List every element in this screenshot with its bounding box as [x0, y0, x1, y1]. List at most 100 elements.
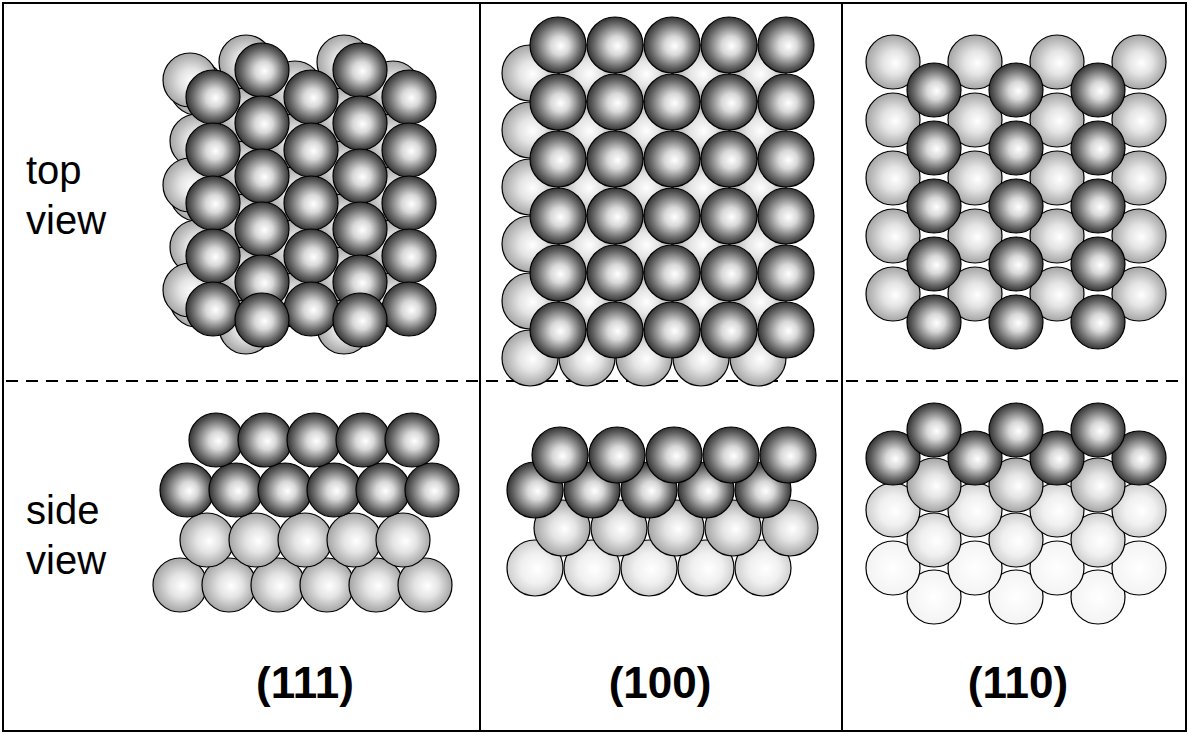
atom-sphere — [333, 96, 387, 150]
atom-sphere — [587, 245, 643, 301]
atom-sphere — [284, 176, 338, 230]
atom-sphere — [587, 74, 643, 130]
atom-sphere — [186, 229, 240, 283]
view-label: top view — [26, 145, 146, 245]
atom-sphere — [989, 179, 1043, 233]
atom-sphere — [644, 302, 700, 358]
atom-sphere — [186, 282, 240, 336]
atom-sphere — [907, 237, 961, 291]
atom-sphere — [382, 282, 436, 336]
atom-sphere — [701, 131, 757, 187]
atom-sphere — [907, 403, 961, 457]
atom-sphere — [186, 176, 240, 230]
atom-sphere — [587, 131, 643, 187]
panel-divider — [841, 3, 843, 731]
atom-sphere — [758, 74, 814, 130]
atom-sphere — [336, 413, 390, 467]
atom-sphere — [989, 121, 1043, 175]
atom-sphere — [758, 302, 814, 358]
atom-sphere — [758, 245, 814, 301]
atom-sphere — [989, 63, 1043, 117]
atom-sphere — [405, 463, 459, 517]
atom-sphere — [701, 17, 757, 73]
atom-sphere — [287, 413, 341, 467]
atom-sphere — [758, 17, 814, 73]
atom-sphere — [530, 131, 586, 187]
atom-sphere — [258, 463, 312, 517]
atom-sphere — [333, 202, 387, 256]
atom-sphere — [530, 302, 586, 358]
atom-sphere — [189, 413, 243, 467]
atom-sphere — [703, 427, 759, 483]
atom-sphere — [307, 463, 361, 517]
atom-sphere — [907, 179, 961, 233]
atom-sphere — [356, 463, 410, 517]
atom-sphere — [701, 74, 757, 130]
atom-sphere — [1071, 403, 1125, 457]
atom-sphere — [758, 131, 814, 187]
view-label: side view — [26, 485, 146, 585]
atom-sphere — [235, 149, 289, 203]
atom-sphere — [235, 96, 289, 150]
atom-sphere — [327, 513, 381, 567]
outer-frame — [3, 3, 1186, 731]
atom-sphere — [587, 188, 643, 244]
atom-sphere — [587, 17, 643, 73]
atom-sphere — [644, 188, 700, 244]
atom-sphere — [532, 427, 588, 483]
atom-sphere — [180, 513, 234, 567]
atom-sphere — [1071, 295, 1125, 349]
atom-sphere — [644, 74, 700, 130]
atom-sphere — [907, 121, 961, 175]
atom-sphere — [235, 202, 289, 256]
atom-sphere — [284, 282, 338, 336]
atom-sphere — [989, 403, 1043, 457]
panel-divider — [479, 3, 481, 731]
atom-sphere — [186, 123, 240, 177]
atom-sphere — [530, 17, 586, 73]
atom-sphere — [758, 188, 814, 244]
atom-sphere — [333, 293, 387, 347]
atom-sphere — [907, 63, 961, 117]
atom-sphere — [530, 245, 586, 301]
atom-sphere — [235, 43, 289, 97]
atom-spheres — [153, 17, 1166, 624]
atom-sphere — [587, 302, 643, 358]
atom-sphere — [589, 427, 645, 483]
atom-sphere — [382, 176, 436, 230]
atom-sphere — [760, 427, 816, 483]
atom-sphere — [530, 188, 586, 244]
atom-sphere — [989, 237, 1043, 291]
atom-sphere — [989, 295, 1043, 349]
atom-sphere — [238, 413, 292, 467]
atom-sphere — [644, 131, 700, 187]
atom-sphere — [1071, 121, 1125, 175]
atom-sphere — [382, 123, 436, 177]
surface-index: (111) — [205, 655, 405, 710]
atom-sphere — [530, 74, 586, 130]
atom-sphere — [382, 70, 436, 124]
atom-sphere — [284, 123, 338, 177]
surface-index: (110) — [918, 655, 1118, 710]
atom-sphere — [385, 413, 439, 467]
atom-sphere — [284, 70, 338, 124]
atom-sphere — [160, 463, 214, 517]
atom-sphere — [1071, 63, 1125, 117]
atom-sphere — [376, 513, 430, 567]
surface-index: (100) — [560, 655, 760, 710]
atom-sphere — [209, 463, 263, 517]
atom-sphere — [333, 149, 387, 203]
atom-sphere — [382, 229, 436, 283]
atom-sphere — [235, 293, 289, 347]
atom-sphere — [701, 188, 757, 244]
atom-sphere — [701, 302, 757, 358]
atom-sphere — [1071, 237, 1125, 291]
atom-sphere — [284, 229, 338, 283]
atom-sphere — [907, 295, 961, 349]
atom-sphere — [278, 513, 332, 567]
atom-sphere — [646, 427, 702, 483]
atom-sphere — [333, 43, 387, 97]
atom-sphere — [644, 17, 700, 73]
atom-sphere — [186, 70, 240, 124]
